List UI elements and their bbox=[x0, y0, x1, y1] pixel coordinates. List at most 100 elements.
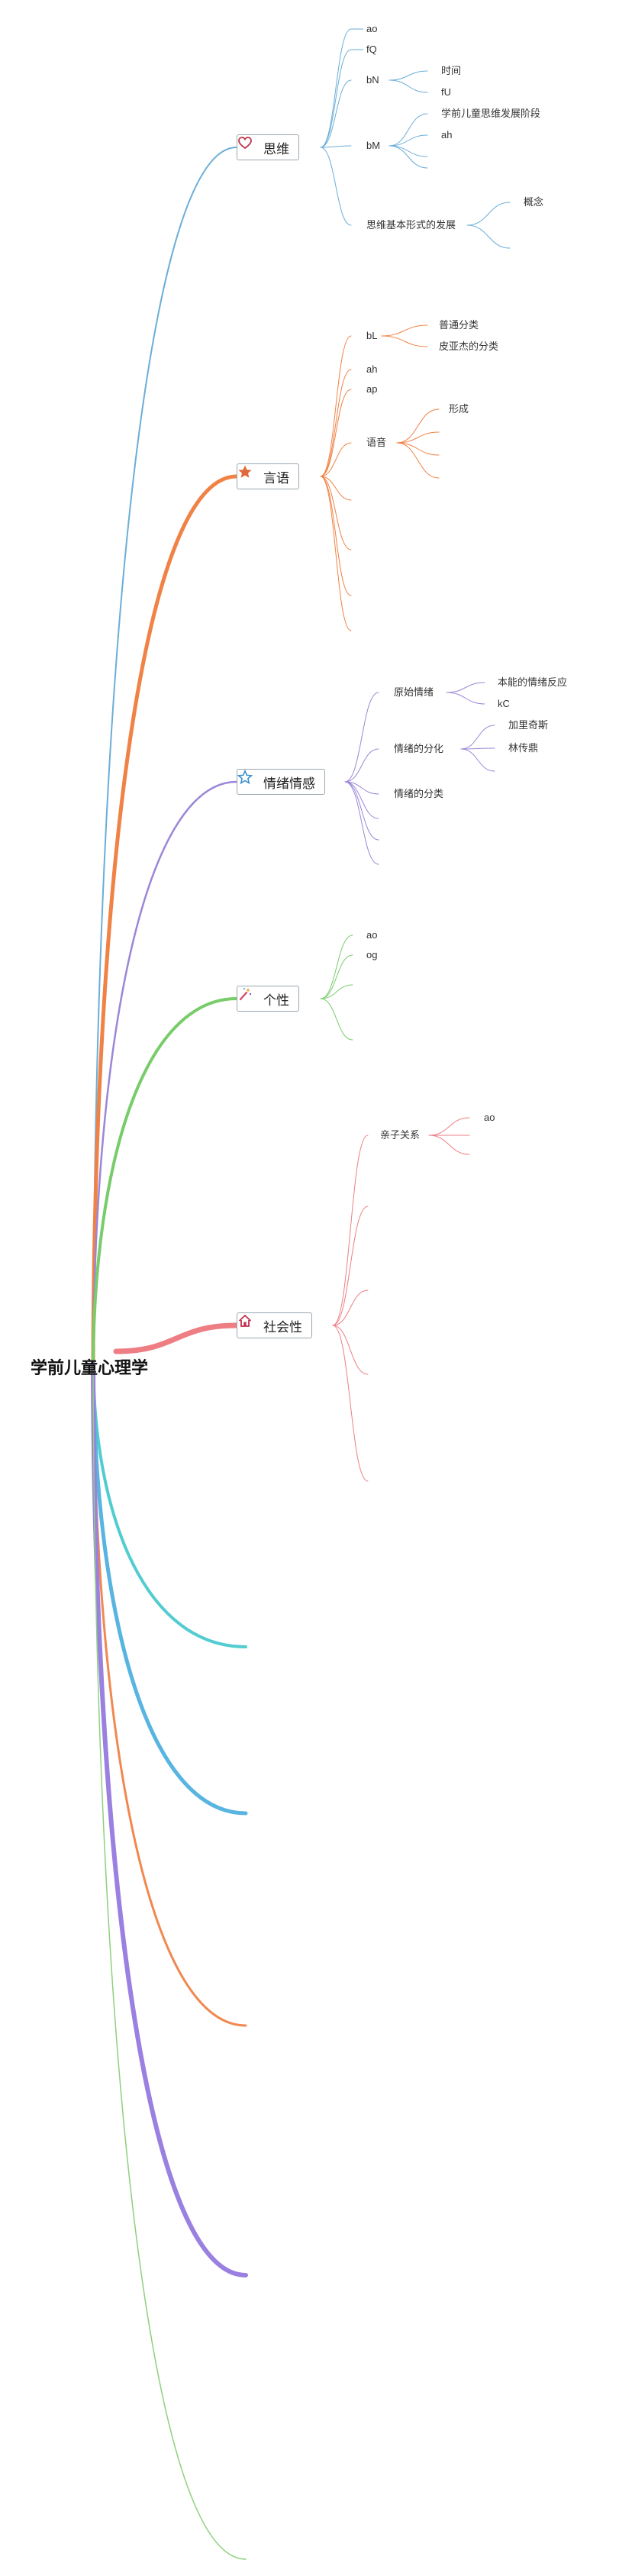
connector-45 bbox=[332, 1206, 369, 1326]
connector-13 bbox=[466, 202, 511, 226]
topic-emotion-label: 情绪情感 bbox=[263, 776, 315, 791]
connector-43 bbox=[320, 998, 353, 1041]
connector-21 bbox=[320, 476, 352, 596]
node-emotion-3[interactable]: 情绪的分类 bbox=[394, 788, 444, 799]
node-emotion-2-1[interactable]: 加里奇斯 bbox=[508, 719, 549, 731]
connector-3 bbox=[320, 145, 352, 148]
branch-social bbox=[113, 1322, 240, 1354]
branch-collapsed-5 bbox=[92, 1363, 247, 2560]
connector-23 bbox=[381, 324, 428, 337]
connector-49 bbox=[428, 1117, 470, 1136]
node-emotion-1[interactable]: 原始情绪 bbox=[394, 686, 434, 698]
connector-2 bbox=[320, 79, 352, 148]
connector-9 bbox=[388, 113, 428, 147]
connector-39 bbox=[460, 748, 495, 772]
topic-language[interactable]: 言语 bbox=[237, 463, 299, 489]
connector-41 bbox=[320, 954, 353, 999]
connector-32 bbox=[344, 781, 379, 819]
branch-language bbox=[91, 474, 239, 1366]
branch-thinking bbox=[92, 147, 237, 1364]
connector-33 bbox=[344, 781, 379, 841]
connector-0 bbox=[320, 28, 352, 148]
connector-18 bbox=[320, 442, 352, 477]
node-social-1-1[interactable]: ao bbox=[484, 1112, 495, 1123]
node-personality-1[interactable]: ao bbox=[366, 929, 378, 941]
node-thinking-4-2[interactable]: ah bbox=[441, 129, 453, 140]
node-thinking-4-1[interactable]: 学前儿童思维发展阶段 bbox=[441, 108, 541, 119]
connector-24 bbox=[381, 335, 428, 347]
node-thinking-3-2[interactable]: fU bbox=[441, 86, 451, 98]
node-language-2[interactable]: ah bbox=[366, 363, 378, 375]
connector-7 bbox=[388, 70, 428, 81]
connector-16 bbox=[320, 369, 352, 477]
node-thinking-3-1[interactable]: 时间 bbox=[441, 65, 462, 76]
branch-collapsed-3 bbox=[92, 1362, 247, 2027]
connector-28 bbox=[396, 442, 440, 479]
connector-25 bbox=[396, 408, 440, 444]
topic-social-label: 社会性 bbox=[263, 1319, 302, 1335]
node-thinking-4[interactable]: bM bbox=[366, 140, 381, 151]
node-thinking-5-1[interactable]: 概念 bbox=[524, 196, 544, 208]
branch-collapsed-2 bbox=[91, 1361, 248, 1816]
connector-12 bbox=[388, 145, 428, 169]
connector-19 bbox=[320, 476, 352, 501]
node-emotion-1-1[interactable]: 本能的情绪反应 bbox=[498, 676, 568, 688]
branch-collapsed-1 bbox=[92, 1362, 247, 1648]
topic-social[interactable]: 社会性 bbox=[237, 1312, 312, 1338]
topic-emotion[interactable]: 情绪情感 bbox=[237, 769, 325, 795]
branch-emotion bbox=[92, 780, 238, 1365]
connector-42 bbox=[320, 984, 353, 999]
node-emotion-2-2[interactable]: 林传鼎 bbox=[508, 742, 539, 754]
connector-47 bbox=[332, 1325, 369, 1375]
house-icon bbox=[238, 1315, 259, 1333]
node-language-4-1[interactable]: 形成 bbox=[449, 403, 469, 415]
magic-wand-icon bbox=[239, 988, 259, 1006]
node-thinking-3[interactable]: bN bbox=[366, 74, 379, 86]
node-language-1-2[interactable]: 皮亚杰的分类 bbox=[439, 341, 499, 352]
node-thinking-1[interactable]: ao bbox=[366, 23, 378, 34]
topic-personality[interactable]: 个性 bbox=[237, 986, 299, 1012]
connector-10 bbox=[388, 134, 428, 147]
topic-thinking-label: 思维 bbox=[263, 141, 289, 157]
connector-36 bbox=[446, 692, 485, 705]
connector-15 bbox=[320, 335, 352, 477]
heart-icon bbox=[238, 137, 259, 155]
node-personality-2[interactable]: og bbox=[366, 949, 378, 960]
topic-personality-label: 个性 bbox=[263, 993, 289, 1008]
connector-48 bbox=[332, 1325, 369, 1482]
node-language-3[interactable]: ap bbox=[366, 383, 378, 395]
branch-personality bbox=[92, 997, 238, 1365]
root-topic[interactable]: 学前儿童心理学 bbox=[31, 1358, 149, 1377]
connector-17 bbox=[320, 389, 352, 477]
connector-34 bbox=[344, 781, 379, 865]
topic-language-label: 言语 bbox=[263, 470, 289, 486]
branch-collapsed-4 bbox=[91, 1361, 248, 2277]
connector-46 bbox=[332, 1290, 369, 1326]
node-emotion-1-2[interactable]: kC bbox=[498, 698, 510, 709]
node-thinking-2[interactable]: fQ bbox=[366, 44, 377, 55]
connector-14 bbox=[466, 224, 511, 249]
star-filled-icon bbox=[238, 465, 259, 484]
node-language-1[interactable]: bL bbox=[366, 330, 378, 341]
node-language-1-1[interactable]: 普通分类 bbox=[439, 319, 479, 331]
connector-29 bbox=[344, 692, 379, 783]
connector-27 bbox=[396, 442, 440, 456]
connector-8 bbox=[388, 79, 428, 93]
connector-37 bbox=[460, 725, 495, 750]
connector-51 bbox=[428, 1135, 470, 1155]
connector-22 bbox=[320, 476, 352, 631]
node-thinking-5[interactable]: 思维基本形式的发展 bbox=[366, 219, 456, 231]
connector-4 bbox=[320, 147, 352, 226]
connector-40 bbox=[320, 935, 353, 999]
node-language-4[interactable]: 语音 bbox=[366, 437, 387, 448]
connector-26 bbox=[396, 431, 440, 444]
connector-30 bbox=[344, 748, 379, 783]
topic-thinking[interactable]: 思维 bbox=[237, 134, 299, 160]
connector-20 bbox=[320, 476, 352, 550]
connector-11 bbox=[388, 145, 428, 157]
node-emotion-2[interactable]: 情绪的分化 bbox=[394, 743, 444, 754]
connector-1 bbox=[320, 49, 352, 148]
node-social-1[interactable]: 亲子关系 bbox=[380, 1129, 421, 1141]
